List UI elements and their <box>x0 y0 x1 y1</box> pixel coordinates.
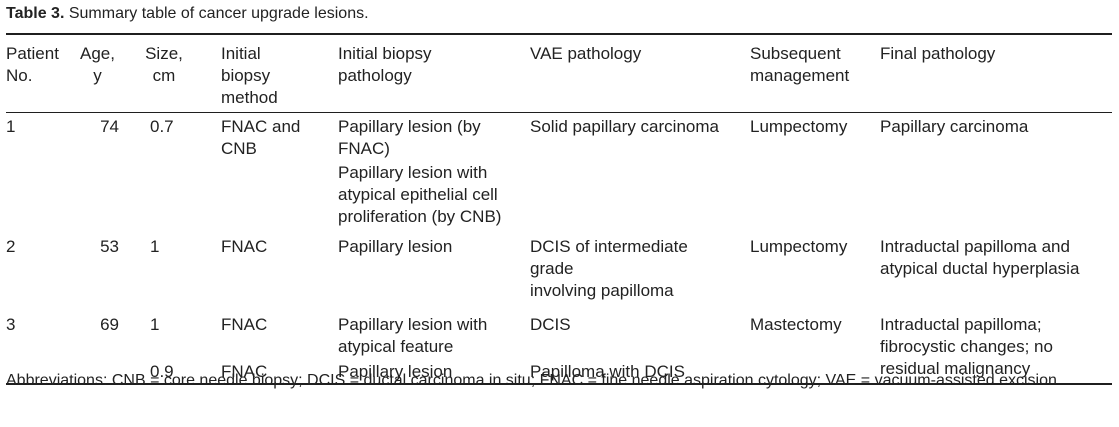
summary-table: Patient No. Age, y Size, cm Initial biop… <box>6 33 1112 385</box>
header-patient: Patient No. <box>6 34 76 113</box>
table-footnote: Abbreviations: CNB = core needle biopsy;… <box>6 372 1062 389</box>
cell-final-pathology: Intraductal papilloma and atypical ducta… <box>880 237 1080 278</box>
cell-patient: 2 <box>6 237 16 256</box>
table-row: Papillary lesion with atypical epithelia… <box>6 160 1112 234</box>
header-vae-pathology: VAE pathology <box>508 34 735 113</box>
cell-method: FNAC <box>221 315 268 334</box>
header-initial-pathology: Initial biopsy pathology <box>312 34 508 113</box>
cell-size: 0.7 <box>150 117 174 136</box>
cell-vae-pathology: Solid papillary carcinoma <box>530 117 719 136</box>
cell-final-pathology: Papillary carcinoma <box>880 117 1029 136</box>
cell-size: 1 <box>150 315 160 334</box>
table-row: 2 53 1 FNAC Papillary lesion DCIS of int… <box>6 234 1112 314</box>
cell-method: FNAC <box>221 237 268 256</box>
cell-vae-pathology: DCIS of intermediate grade involving pap… <box>530 237 688 300</box>
cell-age: 53 <box>100 237 119 256</box>
header-row: Patient No. Age, y Size, cm Initial biop… <box>6 34 1112 113</box>
table-row: 1 74 0.7 FNAC and CNB Papillary lesion (… <box>6 113 1112 161</box>
cell-age: 74 <box>100 117 119 136</box>
cell-patient: 1 <box>6 117 16 136</box>
table-title: Summary table of cancer upgrade lesions. <box>64 5 369 22</box>
header-management: Subsequent management <box>735 34 865 113</box>
cell-method: FNAC <box>221 362 268 381</box>
header-method: Initial biopsy method <box>195 34 312 113</box>
table-row: 0.9 FNAC Papillary lesion Papilloma with… <box>6 358 1112 384</box>
cell-management: Lumpectomy <box>750 237 848 256</box>
cell-vae-pathology: Papilloma with DCIS <box>530 362 685 381</box>
cell-final-pathology: Intraductal papilloma; fibrocystic chang… <box>880 315 1053 378</box>
cell-initial-pathology: Papillary lesion (by FNAC) <box>338 117 481 158</box>
cell-initial-pathology: Papillary lesion <box>338 237 453 256</box>
cell-vae-pathology: DCIS <box>530 315 571 334</box>
cell-size: 0.9 <box>150 362 174 381</box>
cell-age: 69 <box>100 315 119 334</box>
cell-patient: 3 <box>6 315 16 334</box>
cell-management: Mastectomy <box>750 315 842 334</box>
cell-management: Lumpectomy <box>750 117 848 136</box>
cell-initial-pathology: Papillary lesion with atypical feature <box>338 315 488 356</box>
header-age: Age, y <box>76 34 123 113</box>
cell-size: 1 <box>150 237 160 256</box>
cell-method: FNAC and CNB <box>221 117 301 158</box>
header-size: Size, cm <box>123 34 195 113</box>
table-row: 3 69 1 FNAC Papillary lesion with atypic… <box>6 314 1112 378</box>
cell-initial-pathology: Papillary lesion with atypical epithelia… <box>338 163 502 226</box>
table-caption: Table 3. Summary table of cancer upgrade… <box>6 5 369 23</box>
header-final-pathology: Final pathology <box>865 34 1112 113</box>
cell-initial-pathology: Papillary lesion <box>338 362 453 381</box>
table-number: Table 3. <box>6 5 65 22</box>
